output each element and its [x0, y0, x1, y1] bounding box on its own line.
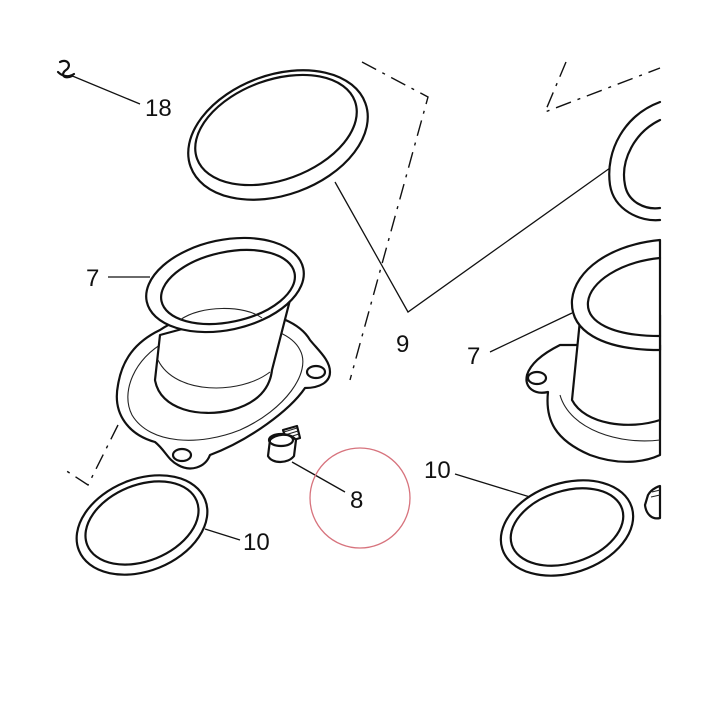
- highlight-circle: [309, 447, 411, 549]
- leader-10-left: [204, 528, 241, 541]
- callout-10-right: 10: [424, 457, 451, 484]
- callout-10-left: 10: [243, 529, 270, 556]
- callout-18: 18: [145, 95, 172, 122]
- part-18-fragment: [56, 59, 76, 79]
- intake-boot-right: [525, 100, 662, 520]
- o-ring-9: [187, 69, 369, 201]
- callout-7-right: 7: [467, 343, 480, 370]
- leader-18: [69, 74, 141, 105]
- bolt-8: [266, 424, 302, 464]
- leader-9: [334, 167, 611, 313]
- callout-8: 8: [350, 487, 363, 514]
- intake-boot-left: [115, 236, 332, 470]
- leader-8: [291, 461, 346, 493]
- leader-lines: [69, 74, 611, 541]
- o-ring-10-left: [75, 474, 209, 576]
- o-ring-10-right: [499, 479, 635, 577]
- callout-labels: 18 7 9 7 10 8 10: [86, 95, 480, 556]
- callout-7-left: 7: [86, 265, 99, 292]
- leader-7-right: [489, 312, 573, 353]
- callout-9: 9: [396, 331, 409, 358]
- assembly-guide-lines: [61, 61, 661, 487]
- leader-10-right: [454, 473, 531, 498]
